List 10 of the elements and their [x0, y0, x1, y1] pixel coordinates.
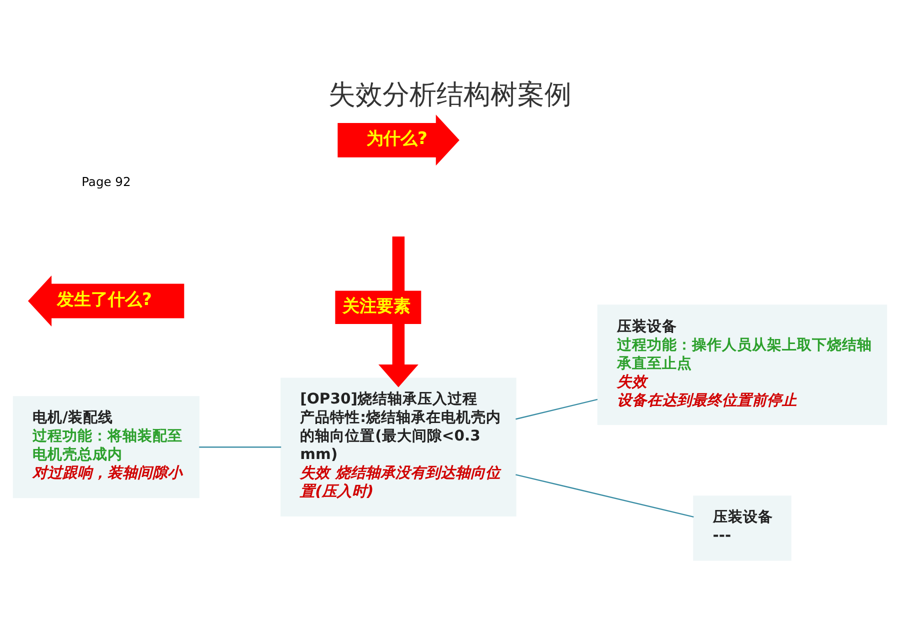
connector — [516, 398, 598, 420]
node-box: 电机/装配线 过程功能：将轴装配至电机壳总成内 对过跟响，装轴间隙小 — [12, 396, 200, 498]
diagram-title: 失效分析结构树案例 — [328, 78, 572, 110]
node-box: 压装设备 过程功能：操作人员从架上取下烧结轴承直至止点 失效 设备在达到最终位置前停止 — [597, 304, 888, 425]
node-box: [OP30]烧结轴承压入过程 产品特性:烧结轴承在电机壳内的轴向位置(最大间隙<0.3mm) 失效 烧结轴承没有到达轴向位置(压入时) — [280, 377, 516, 516]
edge-label: 关注要素 — [342, 296, 411, 316]
connector — [516, 474, 694, 518]
node-box: 压装设备 --- — [693, 495, 792, 560]
connector — [199, 446, 282, 448]
label: Page 92 — [82, 174, 131, 189]
